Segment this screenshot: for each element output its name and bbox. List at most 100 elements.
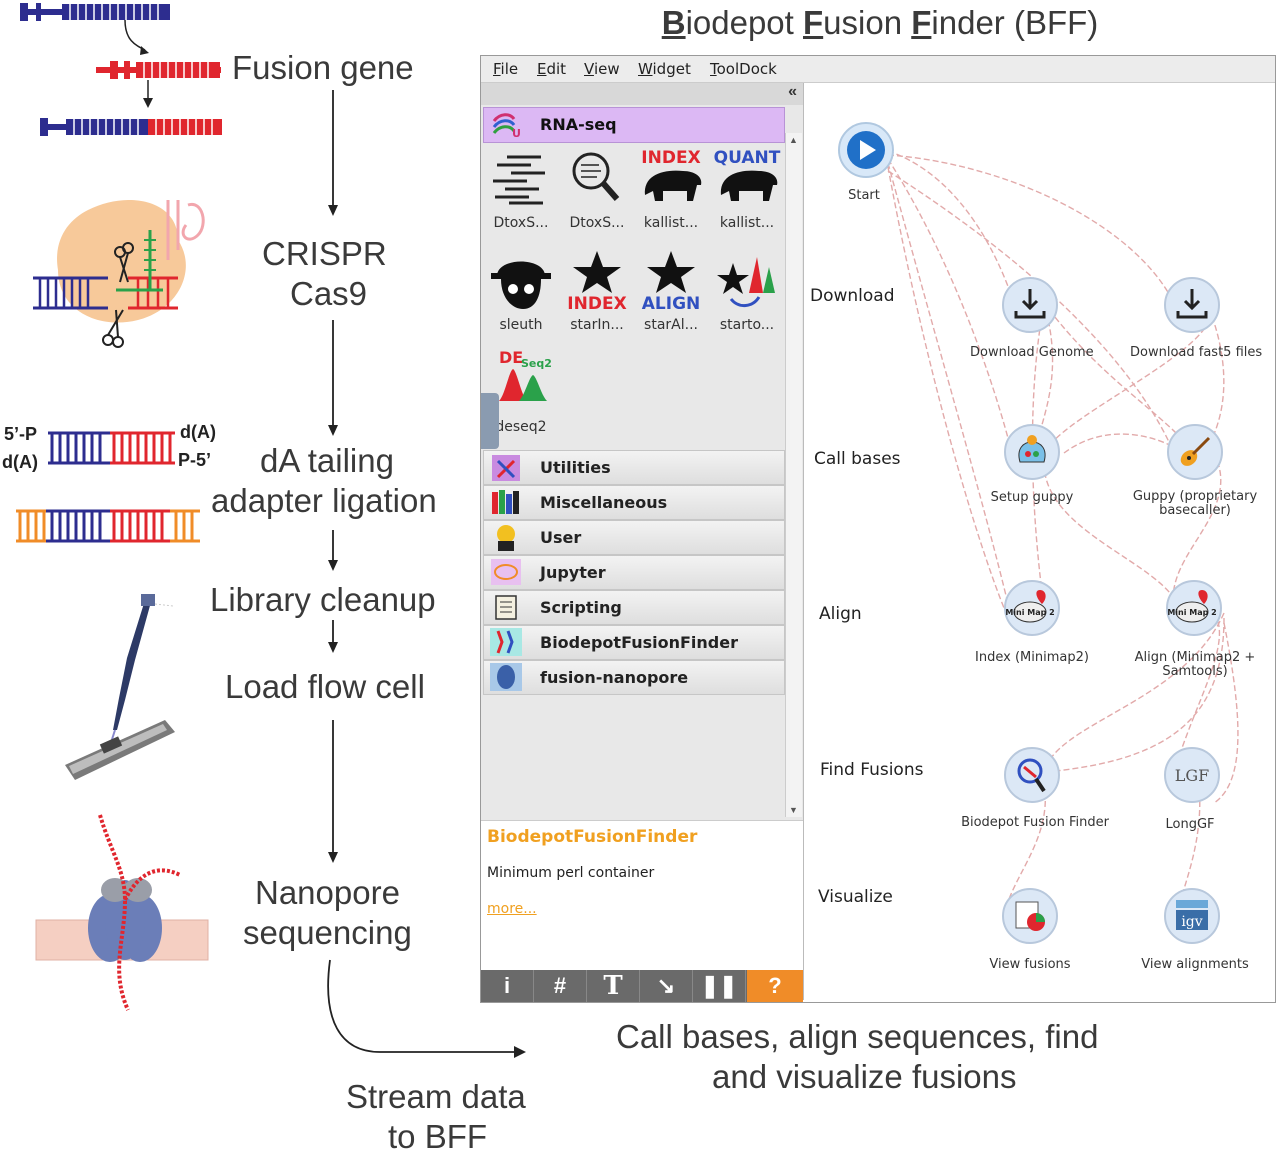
grid-button[interactable]: #	[534, 970, 587, 1002]
red-gene-icon	[96, 61, 221, 108]
menu-tooldock[interactable]: ToolDock	[710, 60, 777, 78]
star-index-icon: INDEX	[567, 251, 627, 314]
text-button[interactable]: T	[587, 970, 640, 1002]
user-icon	[497, 525, 515, 551]
step-load-flow-cell: Load flow cell	[225, 668, 425, 705]
setup-guppy-node[interactable]	[1002, 422, 1062, 482]
menu-file[interactable]: File	[493, 60, 519, 78]
svg-text:QUANT: QUANT	[714, 148, 781, 168]
download-genome-label: Download Genome	[970, 345, 1094, 360]
help-button[interactable]: ?	[747, 970, 803, 1002]
category-utilities[interactable]: Utilities	[483, 450, 785, 485]
svg-text:U: U	[512, 127, 521, 139]
align-minimap-label-1: Align (Minimap2 +	[1134, 650, 1256, 665]
side-dock-handle[interactable]	[481, 393, 499, 449]
description-more-link[interactable]: more...	[487, 901, 537, 917]
category-user-label: User	[540, 528, 582, 547]
category-miscellaneous[interactable]: Miscellaneous	[483, 485, 785, 520]
fusion-gene-illustration	[20, 3, 222, 136]
widget-dtoxs-2[interactable]: DtoxS...	[559, 145, 635, 235]
download-genome-node[interactable]	[1000, 275, 1060, 335]
bear-index-icon: INDEX	[641, 148, 702, 201]
svg-text:Seq2: Seq2	[521, 357, 552, 370]
svg-text:ALIGN: ALIGN	[642, 294, 701, 313]
guitar-icon	[1180, 436, 1211, 466]
books-icon	[492, 490, 519, 514]
chart-icon	[1015, 901, 1045, 931]
category-fusion-nanopore-label: fusion-nanopore	[540, 668, 689, 687]
widget-dtoxs-1[interactable]: DtoxS...	[483, 145, 559, 235]
label-p5-bottom: P-5’	[178, 450, 212, 470]
menu-view[interactable]: View	[584, 60, 620, 78]
rna-seq-icon: U	[492, 113, 521, 139]
lgf-icon: LGF	[1175, 766, 1210, 785]
category-rna-seq[interactable]: U RNA-seq	[483, 107, 785, 143]
deseq2-icon: DE Seq2	[499, 348, 552, 401]
widget-sleuth[interactable]: sleuth	[483, 247, 559, 337]
fusion-finder-icon	[1017, 758, 1046, 793]
label-da-right: d(A)	[180, 422, 216, 442]
widget-dtoxs-2-label: DtoxS...	[569, 215, 625, 231]
workflow-canvas[interactable]: Download Call bases Align Find Fusions V…	[804, 83, 1275, 1000]
widget-star-to[interactable]: starto...	[709, 247, 785, 337]
pause-button[interactable]: ❚❚	[693, 970, 746, 1002]
widget-deseq2[interactable]: DE Seq2 deseq2	[483, 345, 559, 435]
igv-icon: igv	[1176, 900, 1208, 930]
sleuth-icon	[491, 261, 551, 309]
view-alignments-node[interactable]: igv	[1162, 886, 1222, 946]
row-visualize: Visualize	[818, 887, 893, 907]
download-fast5-node[interactable]	[1162, 275, 1222, 335]
menu-widget[interactable]: Widget	[638, 60, 691, 78]
index-minimap-node[interactable]: Mini Map 2	[1002, 578, 1062, 638]
scroll-up-icon[interactable]: ▲	[789, 135, 798, 145]
collapse-icon[interactable]: «	[788, 83, 797, 100]
step-da-tailing-1: dA tailing	[260, 442, 394, 479]
magnifier-icon	[572, 152, 620, 201]
category-scripting[interactable]: Scripting	[483, 590, 785, 625]
align-minimap-node[interactable]: Mini Map 2	[1164, 578, 1224, 638]
widget-star-align[interactable]: ALIGN starAl...	[633, 247, 709, 337]
bottom-caption-2: and visualize fusions	[712, 1058, 1017, 1095]
step-fusion-gene: Fusion gene	[232, 49, 414, 86]
step-crispr-1: CRISPR	[262, 235, 387, 272]
collapse-bar[interactable]: «	[481, 83, 803, 105]
widget-kallisto-index-label: kallist...	[643, 215, 699, 231]
category-miscellaneous-label: Miscellaneous	[540, 493, 668, 512]
align-minimap-label-2: Samtools)	[1162, 664, 1228, 679]
description-text: Minimum perl container	[487, 865, 655, 881]
category-fusion-nanopore[interactable]: fusion-nanopore	[483, 660, 785, 695]
scroll-down-icon[interactable]: ▼	[789, 805, 798, 815]
stream-data-2: to BFF	[388, 1118, 488, 1155]
view-alignments-label: View alignments	[1141, 957, 1249, 972]
widget-kallisto-quant-label: kallist...	[719, 215, 775, 231]
info-button[interactable]: i	[481, 970, 534, 1002]
description-title: BiodepotFusionFinder	[487, 827, 698, 847]
category-user[interactable]: User	[483, 520, 785, 555]
arrow-button[interactable]: ↘	[640, 970, 693, 1002]
start-node[interactable]	[836, 120, 896, 180]
longgf-label: LongGF	[1165, 817, 1215, 832]
category-biodepotfusionfinder[interactable]: BiodepotFusionFinder	[483, 625, 785, 660]
bff-node[interactable]	[1002, 745, 1062, 805]
view-fusions-node[interactable]	[1000, 886, 1060, 946]
bff-title: Biodepot Fusion Finder (BFF)	[661, 4, 1099, 41]
widget-star-index[interactable]: INDEX starIn...	[559, 247, 635, 337]
bottom-caption-1: Call bases, align sequences, find	[616, 1018, 1099, 1055]
menu-edit[interactable]: Edit	[537, 60, 567, 78]
toolbox-scrollbar[interactable]: ▲ ▼	[785, 133, 802, 817]
svg-text:Mini Map 2: Mini Map 2	[1005, 608, 1054, 617]
widget-star-index-label: starIn...	[570, 317, 624, 333]
svg-text:igv: igv	[1181, 914, 1202, 930]
category-rna-seq-label: RNA-seq	[540, 115, 617, 134]
row-download: Download	[810, 286, 895, 306]
view-fusions-label: View fusions	[989, 957, 1071, 972]
widget-kallisto-quant[interactable]: QUANT kallist...	[709, 145, 785, 235]
guppy-node[interactable]	[1165, 422, 1225, 482]
category-jupyter[interactable]: Jupyter	[483, 555, 785, 590]
adapter-ligation-icon	[16, 431, 200, 543]
minimap-icon: Mini Map 2	[1167, 590, 1217, 623]
longgf-node[interactable]: LGF	[1162, 745, 1222, 805]
row-align: Align	[819, 604, 862, 624]
widget-kallisto-index[interactable]: INDEX kallist...	[633, 145, 709, 235]
bff-node-label: Biodepot Fusion Finder	[961, 815, 1109, 830]
